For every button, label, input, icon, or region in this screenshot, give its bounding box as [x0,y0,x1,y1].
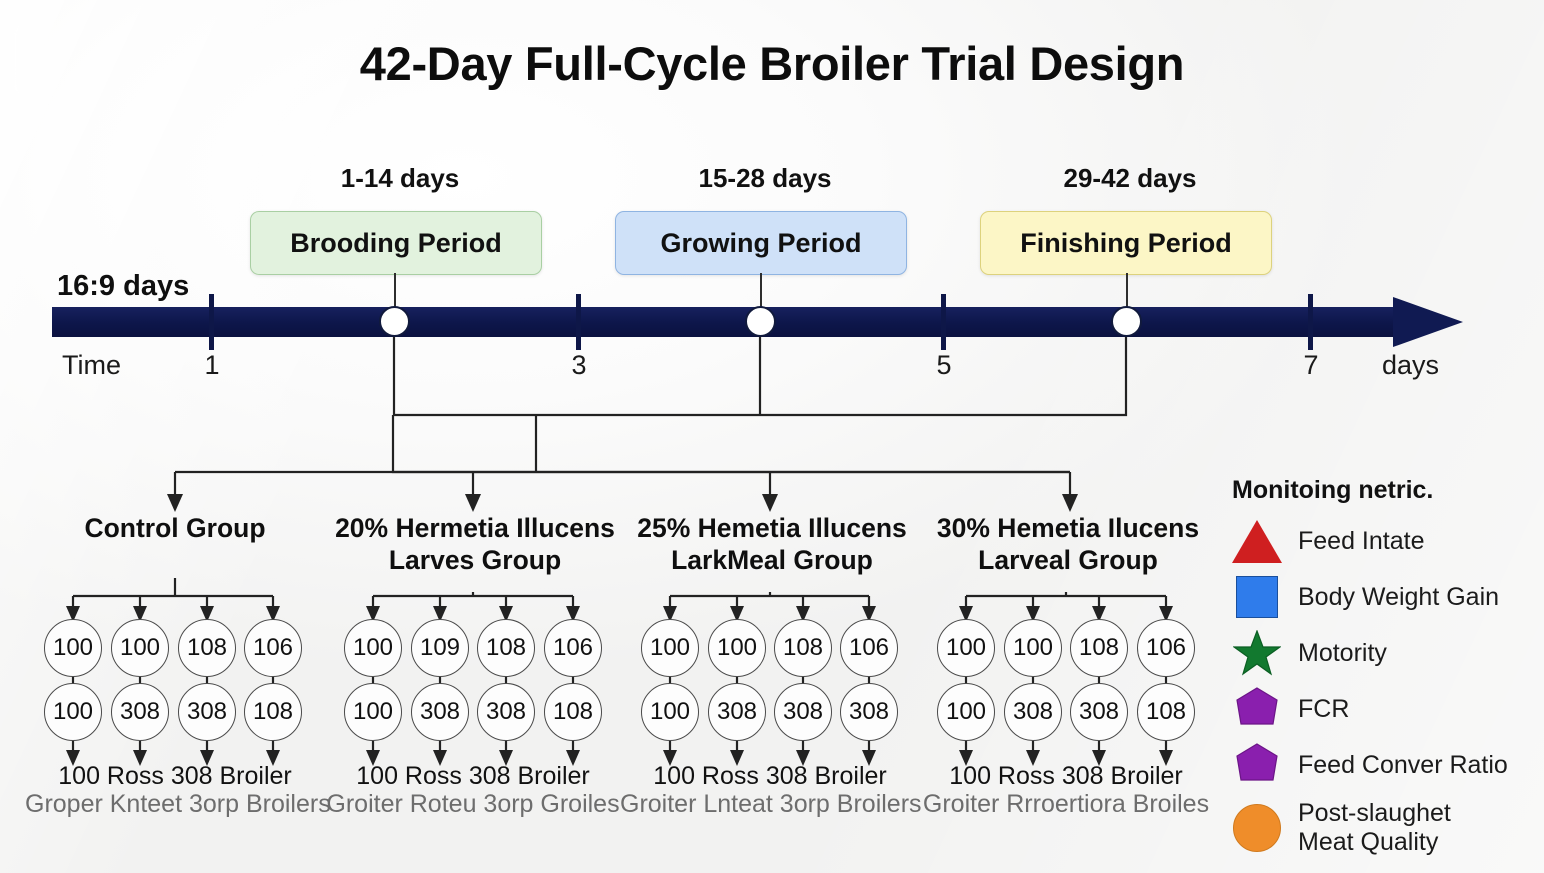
timeline-bar [52,307,1397,337]
legend-item-post-slaughter-meat-quality[interactable]: Post-slaughet Meat Quality [1232,799,1537,857]
group-title-3: 25% Hemetia Illucens LarkMeal Group [622,512,922,577]
group-3-row1-node-4[interactable]: 106 [840,619,898,677]
axis-tick-5 [941,294,946,350]
phase-stem-1 [394,273,396,323]
group-4-row1-node-3[interactable]: 108 [1070,619,1128,677]
group-2-row1-node-2[interactable]: 109 [411,619,469,677]
group-3-row1-node-3[interactable]: 108 [774,619,832,677]
axis-tick-3 [576,294,581,350]
group-2-row1-node-3[interactable]: 108 [477,619,535,677]
timeline-node-brooding[interactable] [379,306,410,337]
group-2-leaf-sub: Groiter Roteu 3orp Groiles [326,790,620,818]
group-1-row2-node-2[interactable]: 308 [111,683,169,741]
group-1-row1-node-3[interactable]: 108 [178,619,236,677]
group-4-row1-node-2[interactable]: 100 [1004,619,1062,677]
triangle-icon [1232,519,1282,563]
group-1-row1-node-4[interactable]: 106 [244,619,302,677]
group-4-row1-node-4[interactable]: 106 [1137,619,1195,677]
group-title-2-line2: Larves Group [388,545,562,576]
group-title-1: Control Group [35,512,315,544]
axis-ticklabel-1: 1 [204,350,220,380]
legend-item-mortality[interactable]: Motority [1232,630,1537,676]
group-3-row2-node-4[interactable]: 308 [840,683,898,741]
group-4-row2-node-2[interactable]: 308 [1004,683,1062,741]
group-2-row2-node-3[interactable]: 308 [477,683,535,741]
axis-ticklabel-7: 7 [1303,350,1319,380]
phase-day-range-3: 29-42 days [1063,163,1197,193]
group-4-row2-node-1[interactable]: 100 [937,683,995,741]
legend-label-post-slaughter-meat-quality: Post-slaughet Meat Quality [1298,799,1451,856]
group-1-leaf-sub: Groper Knteet 3orp Broilers [25,790,331,818]
group-1-row2-node-1[interactable]: 100 [44,683,102,741]
legend-label-feed-intake: Feed Intate [1298,526,1425,555]
phase-day-range-1: 1-14 days [340,163,460,193]
group-4-row2-node-3[interactable]: 308 [1070,683,1128,741]
timeline-node-growing[interactable] [745,306,776,337]
group-title-3-line2: LarkMeal Group [671,545,873,576]
legend-label-fcr: FCR [1298,694,1350,723]
star-icon [1232,630,1282,676]
group-3-leaf-sub: Groiter Lnteat 3orp Broilers [620,790,922,818]
group-3-row1-node-2[interactable]: 100 [708,619,766,677]
axis-ticklabel-5: 5 [936,350,952,380]
axis-tick-7 [1308,294,1313,350]
phase-stem-2 [760,273,762,323]
phase-box-growing[interactable]: Growing Period [615,211,907,275]
phase-stem-3 [1126,273,1128,323]
hexagon-icon [1232,743,1282,787]
phase-box-brooding[interactable]: Brooding Period [250,211,542,275]
group-2-row2-node-2[interactable]: 308 [411,683,469,741]
group-2-row2-node-4[interactable]: 108 [544,683,602,741]
group-title-4-line1: 30% Hemetia Ilucens [936,513,1200,543]
square-icon [1232,575,1282,619]
hexagon-icon [1232,687,1282,731]
page-curl-artifact [14,22,39,98]
group-4-row1-node-1[interactable]: 100 [937,619,995,677]
group-2-row1-node-1[interactable]: 100 [344,619,402,677]
group-3-row2-node-3[interactable]: 308 [774,683,832,741]
axis-ticklabel-3: 3 [571,350,587,380]
group-3-row2-node-1[interactable]: 100 [641,683,699,741]
phase-day-range-2: 15-28 days [698,163,832,193]
circle-icon [1232,803,1282,852]
axis-time-label: Time [62,350,121,380]
group-3-row1-node-1[interactable]: 100 [641,619,699,677]
group-1-row1-node-2[interactable]: 100 [111,619,169,677]
legend-item-feed-conversion-ratio[interactable]: Feed Conver Ratio [1232,743,1537,787]
timeline-arrow-head [1393,297,1463,347]
group-4-leaf-sub: Groiter Rrroertiora Broiles [922,790,1210,818]
legend: Monitoing netric. Feed Intate Body Weigh… [1232,476,1537,869]
group-title-1-line1: Control Group [84,513,266,543]
group-1-row1-node-1[interactable]: 100 [44,619,102,677]
group-1-row2-node-4[interactable]: 108 [244,683,302,741]
page-title: 42-Day Full-Cycle Broiler Trial Design [359,37,1185,90]
group-1-leaf-main: 100 Ross 308 Broiler [58,762,292,790]
group-title-4: 30% Hemetia Ilucens Larveal Group [918,512,1218,577]
group-3-row2-node-2[interactable]: 308 [708,683,766,741]
legend-item-fcr[interactable]: FCR [1232,687,1537,731]
legend-label-mortality: Motority [1298,638,1387,667]
group-4-leaf-main: 100 Ross 308 Broiler [949,762,1183,790]
group-2-row1-node-4[interactable]: 106 [544,619,602,677]
legend-item-body-weight-gain[interactable]: Body Weight Gain [1232,575,1537,619]
group-4-row2-node-4[interactable]: 108 [1137,683,1195,741]
group-title-2: 20% Hermetia Illucens Larves Group [325,512,625,577]
axis-unit-label: days [1382,350,1440,380]
legend-label-body-weight-gain: Body Weight Gain [1298,582,1500,611]
group-title-3-line1: 25% Hemetia Illucens [637,513,907,543]
legend-label-feed-conversion-ratio: Feed Conver Ratio [1298,750,1508,779]
axis-ratio-label: 16:9 days [57,270,190,302]
group-title-4-line2: Larveal Group [978,545,1158,576]
group-2-row2-node-1[interactable]: 100 [344,683,402,741]
legend-item-feed-intake[interactable]: Feed Intate [1232,519,1537,563]
legend-title: Monitoing netric. [1232,476,1434,504]
phase-box-finishing[interactable]: Finishing Period [980,211,1272,275]
group-3-leaf-main: 100 Ross 308 Broiler [653,762,887,790]
group-2-leaf-main: 100 Ross 308 Broiler [356,762,590,790]
timeline-node-finishing[interactable] [1111,306,1142,337]
group-title-2-line1: 20% Hermetia Illucens [335,513,615,543]
group-1-row2-node-3[interactable]: 308 [178,683,236,741]
axis-tick-1 [209,294,214,350]
